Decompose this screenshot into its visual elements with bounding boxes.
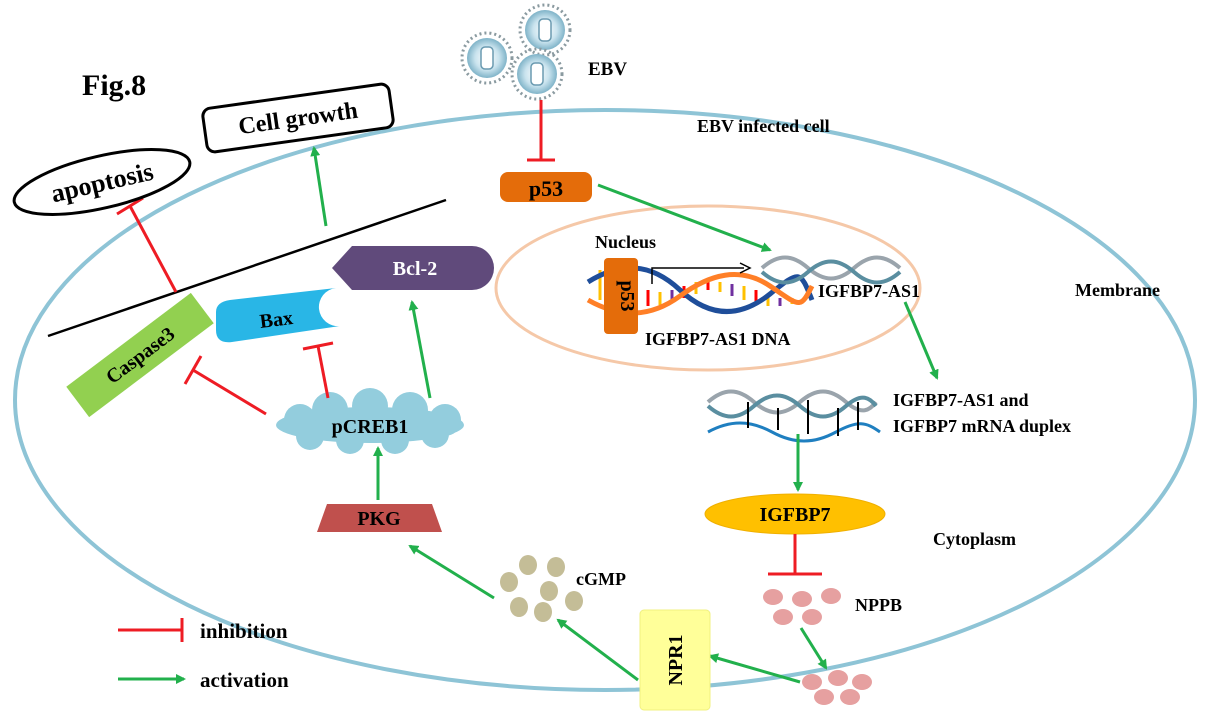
p53-dna-bound-label: p53 <box>616 280 638 311</box>
inhibition-pcreb1-bax <box>302 341 334 399</box>
legend-inhibition-icon <box>118 618 184 642</box>
inhibition-igfbp7-nppb <box>768 534 822 576</box>
pcreb1-label: pCREB1 <box>332 416 409 438</box>
activation-as1-duplex <box>903 301 939 380</box>
p53-dna-bound-box <box>604 258 638 334</box>
igfbp7-label: IGFBP7 <box>759 504 830 526</box>
activation-nppb-extracellular <box>799 627 828 670</box>
apoptosis-outcome: apoptosis <box>12 148 192 216</box>
activation-p53-igfbp7as1 <box>597 183 772 252</box>
duplex-label-line1: IGFBP7-AS1 and <box>893 390 1029 410</box>
bcl2-label: Bcl-2 <box>393 258 437 280</box>
ebv-label: EBV <box>588 59 627 80</box>
bax-shape <box>216 288 340 343</box>
cell-growth-outcome: Cell growth <box>201 82 395 154</box>
rna-duplex-icon <box>706 389 881 443</box>
transcription-arrow-icon <box>651 267 744 284</box>
pcreb1-cloud <box>276 388 464 454</box>
nppb-cluster-icon <box>763 588 841 625</box>
npr1-label: NPR1 <box>665 634 687 685</box>
legend: inhibition activation <box>118 618 289 692</box>
caspase3-box: Caspase3 <box>66 292 214 418</box>
legend-activation-label: activation <box>200 668 289 692</box>
igfbp7-as1-dna-label: IGFBP7-AS1 DNA <box>645 329 791 349</box>
npr1-box <box>639 609 711 711</box>
nppb-extracellular-icon <box>802 670 872 705</box>
inhibition-ebv-p53 <box>527 100 555 162</box>
activation-cgmp-pkg <box>408 544 495 600</box>
cgmp-label: cGMP <box>576 569 626 589</box>
rna-strand-icon <box>760 255 902 285</box>
activation-npr1-cgmp <box>556 618 639 682</box>
legend-inhibition-label: inhibition <box>200 619 288 643</box>
nucleus <box>494 204 922 372</box>
inhibition-pcreb1-caspase3 <box>183 355 267 416</box>
p53-box <box>500 172 592 202</box>
igfbp7-as1-label: IGFBP7-AS1 <box>818 281 920 301</box>
duplex-label-line2: IGFBP7 mRNA duplex <box>893 416 1071 436</box>
activation-pcreb1-bcl2 <box>408 300 432 399</box>
nucleus-label: Nucleus <box>595 232 656 252</box>
separator-line <box>47 198 447 338</box>
cell-membrane <box>13 108 1197 692</box>
bax-label: Bax <box>258 307 294 333</box>
pkg-shape <box>317 504 442 532</box>
inhibition-caspase3-apoptosis <box>116 196 178 293</box>
membrane-label: Membrane <box>1075 280 1160 300</box>
bcl2-shape <box>332 246 494 290</box>
figure-label: Fig.8 <box>82 69 146 102</box>
nppb-label: NPPB <box>855 595 902 615</box>
pkg-label: PKG <box>357 508 401 530</box>
activation-cell-growth <box>310 146 328 227</box>
p53-label: p53 <box>529 176 563 201</box>
cgmp-cluster-icon <box>500 555 583 622</box>
activation-nppb-npr1 <box>708 653 801 684</box>
cell-label: EBV infected cell <box>697 116 830 136</box>
ebv-virus-icon <box>460 3 572 101</box>
cytoplasm-label: Cytoplasm <box>933 529 1016 549</box>
